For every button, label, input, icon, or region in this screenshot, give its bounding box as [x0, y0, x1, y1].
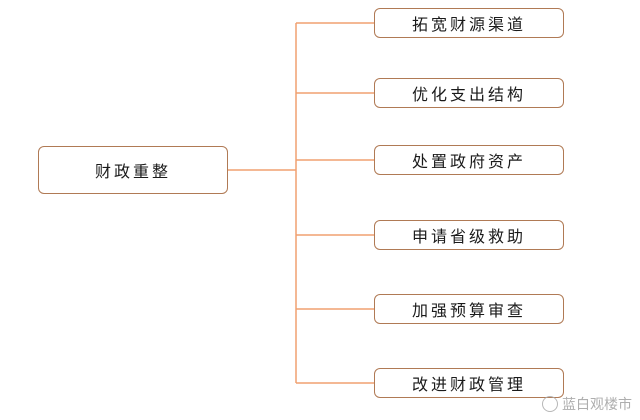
child-label: 优化支出结构 [411, 85, 526, 104]
child-label: 改进财政管理 [411, 375, 526, 394]
root-node: 财政重整 [38, 146, 228, 194]
child-label: 拓宽财源渠道 [411, 15, 526, 34]
child-label: 申请省级救助 [411, 227, 526, 246]
child-label: 处置政府资产 [411, 152, 526, 171]
child-node-2: 优化支出结构 [374, 78, 564, 108]
watermark-logo-icon [542, 396, 558, 412]
child-node-1: 拓宽财源渠道 [374, 8, 564, 38]
root-label: 财政重整 [94, 162, 171, 181]
watermark-text: 蓝白观楼市 [562, 397, 632, 413]
child-node-6: 改进财政管理 [374, 368, 564, 398]
child-node-5: 加强预算审查 [374, 294, 564, 324]
child-node-3: 处置政府资产 [374, 145, 564, 175]
watermark: 蓝白观楼市 [542, 394, 632, 414]
child-label: 加强预算审查 [411, 301, 526, 320]
child-node-4: 申请省级救助 [374, 220, 564, 250]
